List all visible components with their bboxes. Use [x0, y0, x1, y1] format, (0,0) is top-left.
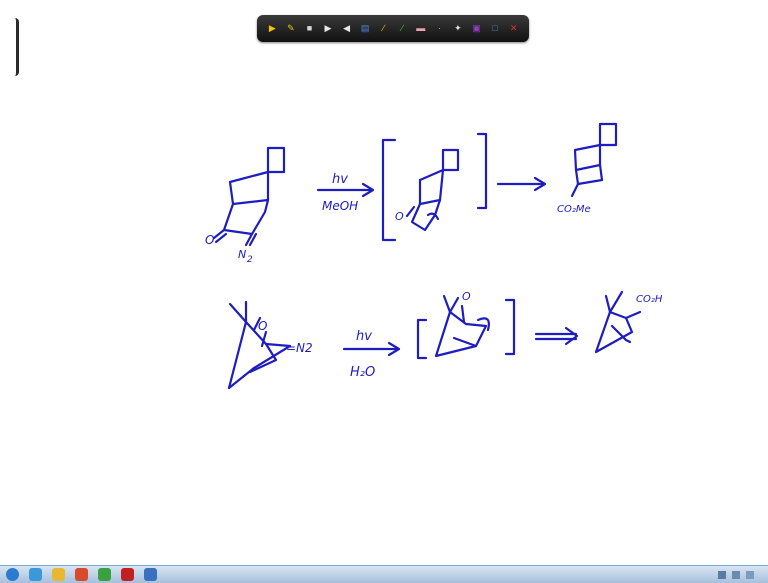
pink-eraser-icon[interactable]: ▬: [416, 23, 426, 33]
reaction2-reactant-structure: [227, 300, 292, 390]
taskbar: [0, 565, 768, 583]
reaction1-product-ester: CO₂Me: [557, 204, 591, 215]
green-pen-icon[interactable]: ∕: [401, 23, 403, 33]
taskbar-app-list: [0, 568, 157, 581]
reaction2-arrow: [342, 341, 401, 357]
reaction2-conditions-bottom: H₂O: [350, 365, 375, 380]
text-tool-icon[interactable]: ▤: [360, 23, 370, 33]
reaction2-carbonyl-o: O: [258, 319, 267, 333]
color-palette-icon[interactable]: ▣: [472, 23, 481, 33]
close-icon[interactable]: ✕: [509, 23, 518, 33]
window-edge: [0, 18, 19, 76]
reaction1-conditions-bottom: MeOH: [322, 199, 358, 213]
reaction1-product-structure: [570, 122, 618, 198]
reaction1-carbonyl-o: O: [205, 233, 214, 247]
reaction1-reactant-structure: [212, 146, 286, 247]
whiteboard-canvas[interactable]: O N 2 hv MeOH O CO₂Me O =N2 hv H₂O O CO₂…: [0, 0, 768, 566]
tray-flag-icon[interactable]: [718, 570, 726, 579]
dot-icon[interactable]: ·: [437, 23, 441, 33]
reaction2-intermediate-structure: [416, 294, 516, 360]
chrome-icon[interactable]: [98, 568, 111, 581]
reaction2-product-structure: [594, 290, 642, 354]
reaction1-arrow-2: [496, 176, 547, 192]
folder-icon[interactable]: [52, 568, 65, 581]
acrobat-icon[interactable]: [121, 568, 134, 581]
app-icon[interactable]: [144, 568, 157, 581]
tray-volume-icon[interactable]: [746, 570, 754, 579]
reaction2-conditions-top: hv: [356, 329, 372, 344]
reaction1-intermediate-o: O: [395, 210, 404, 223]
browser-icon[interactable]: [29, 568, 42, 581]
reaction1-arrow: [316, 182, 375, 198]
media-icon[interactable]: [75, 568, 88, 581]
lasso-icon[interactable]: ✦: [454, 23, 462, 33]
eraser-icon[interactable]: ■: [306, 23, 313, 33]
reaction2-diazo: =N2: [286, 341, 313, 355]
reaction2-intermediate-o: O: [462, 290, 471, 303]
pen-icon[interactable]: ◀: [343, 23, 350, 33]
pointer-arrow-icon[interactable]: ▶: [268, 23, 276, 33]
reaction2-arrow-2: [534, 326, 579, 346]
pencil-icon[interactable]: ∕: [382, 23, 385, 33]
reaction1-conditions-top: hv: [332, 172, 348, 187]
reaction1-intermediate-structure: [381, 132, 488, 242]
pen-yellow-icon[interactable]: ✎: [287, 23, 295, 33]
reaction1-diazo-sub: 2: [247, 255, 253, 265]
screen-icon[interactable]: □: [492, 23, 498, 33]
start-orb-icon[interactable]: [6, 568, 19, 581]
system-tray: [718, 569, 760, 580]
highlighter-icon[interactable]: ▶: [324, 23, 332, 33]
tray-network-icon[interactable]: [732, 570, 740, 579]
reaction2-product-acid: CO₂H: [636, 294, 663, 305]
pen-toolbar: ▶ ✎ ■ ▶ ◀ ▤ ∕ ∕ ▬ · ✦ ▣ □ ✕: [257, 15, 529, 42]
reaction1-diazo-n: N: [238, 248, 246, 261]
